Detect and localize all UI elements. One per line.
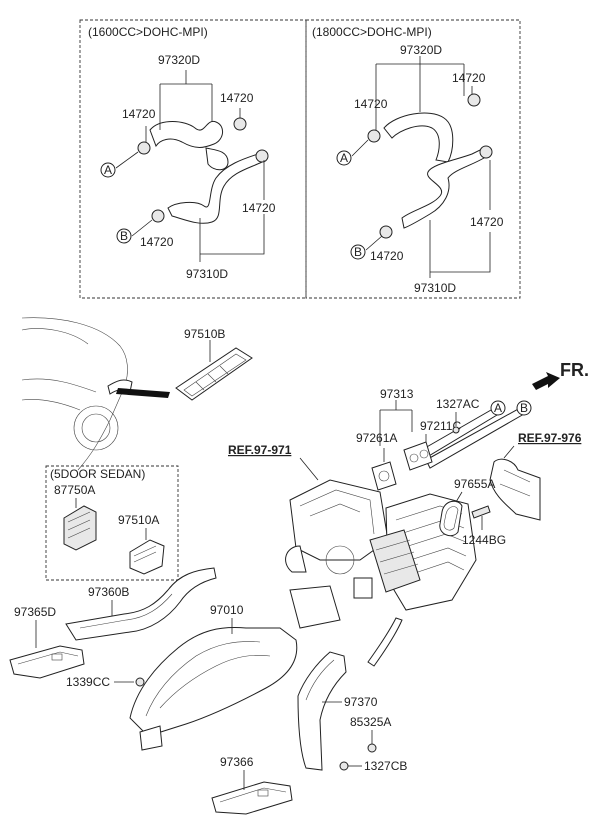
label-1327CB: 1327CB [364,759,407,773]
label-14720-left-c: 14720 [242,201,276,215]
svg-text:A: A [104,163,112,177]
front-direction-indicator: FR. [532,360,589,390]
connector-a-pipe: A [494,401,502,415]
connector-b-pipe: B [520,401,528,415]
heater-core-pipes: A B [417,400,532,469]
svg-text:A: A [340,151,348,165]
label-14720-right-a: 14720 [452,71,486,85]
part-85325a-clip: 85325A [350,715,391,753]
label-97320D-left: 97320D [158,53,200,67]
part-97360b-duct: 97360B [65,567,217,641]
engine-variant-1800cc-box: (1800CC>DOHC-MPI) 97320D 14720 14720 147… [305,19,521,299]
label-87750A: 87750A [54,483,95,497]
label-97313: 97313 [380,387,414,401]
svg-text:B: B [354,245,362,259]
label-97310D-left: 97310D [186,267,228,281]
label-14720-left-b: 14720 [220,91,254,105]
label-97655A: 97655A [454,477,495,491]
connector-b-left: B [116,228,132,244]
label-14720-left-a: 14720 [122,107,156,121]
label-97010: 97010 [210,603,244,617]
connector-a-right: A [336,150,352,166]
engine-variant-1600cc-box: (1600CC>DOHC-MPI) 97320D 14720 14720 147… [79,19,307,299]
label-97360B: 97360B [88,585,129,599]
ref-97-976-label: REF.97-976 [518,431,582,445]
label-1327AC: 1327AC [436,397,480,411]
part-97510b-vent: 97510B [175,327,253,401]
label-85325A: 85325A [350,715,391,729]
label-97370: 97370 [344,695,378,709]
reference-97-971: REF.97-971 [228,443,319,481]
label-14720-right-b: 14720 [354,97,388,111]
label-14720-right-d: 14720 [370,249,404,263]
variant-1600cc-header: (1600CC>DOHC-MPI) [88,25,208,39]
label-97261A: 97261A [356,431,397,445]
sedan-header: (5DOOR SEDAN) [50,467,145,481]
label-97366: 97366 [220,755,254,769]
label-97510A: 97510A [118,513,159,527]
part-97366-duct-end: 97366 [211,755,293,815]
part-1339cc-clip: 1339CC [66,675,145,689]
part-97365d-duct-end: 97365D [9,605,85,679]
connector-a-left: A [100,162,116,178]
label-14720-left-d: 14720 [140,235,174,249]
vehicle-rear-illustration [21,317,170,471]
label-97310D-right: 97310D [414,281,456,295]
part-97370-rear-duct: 97370 [297,651,378,771]
part-1327cb-clip: 1327CB [339,759,407,773]
part-97655a-gasket: 97655A [439,477,495,537]
svg-text:B: B [120,229,128,243]
part-97010-floor-duct: 97010 [129,603,298,751]
front-direction-label: FR. [560,360,589,380]
label-1244BG: 1244BG [462,533,506,547]
label-97320D-right: 97320D [400,43,442,57]
reference-97-976: REF.97-976 [489,431,582,521]
part-97313-grommets: 97313 97261A 97211C 1327AC [356,387,480,491]
part-1244bg-bolt: 1244BG [462,505,506,547]
ref-97-971-label: REF.97-971 [228,443,292,457]
label-97365D: 97365D [14,605,56,619]
variant-1800cc-header: (1800CC>DOHC-MPI) [312,25,432,39]
5door-sedan-box: (5DOOR SEDAN) 87750A 97510A [45,465,179,581]
label-97211C: 97211C [420,419,461,433]
label-1339CC: 1339CC [66,675,110,689]
label-14720-right-c: 14720 [470,215,504,229]
label-97510B: 97510B [184,327,225,341]
connector-b-right: B [350,244,366,260]
